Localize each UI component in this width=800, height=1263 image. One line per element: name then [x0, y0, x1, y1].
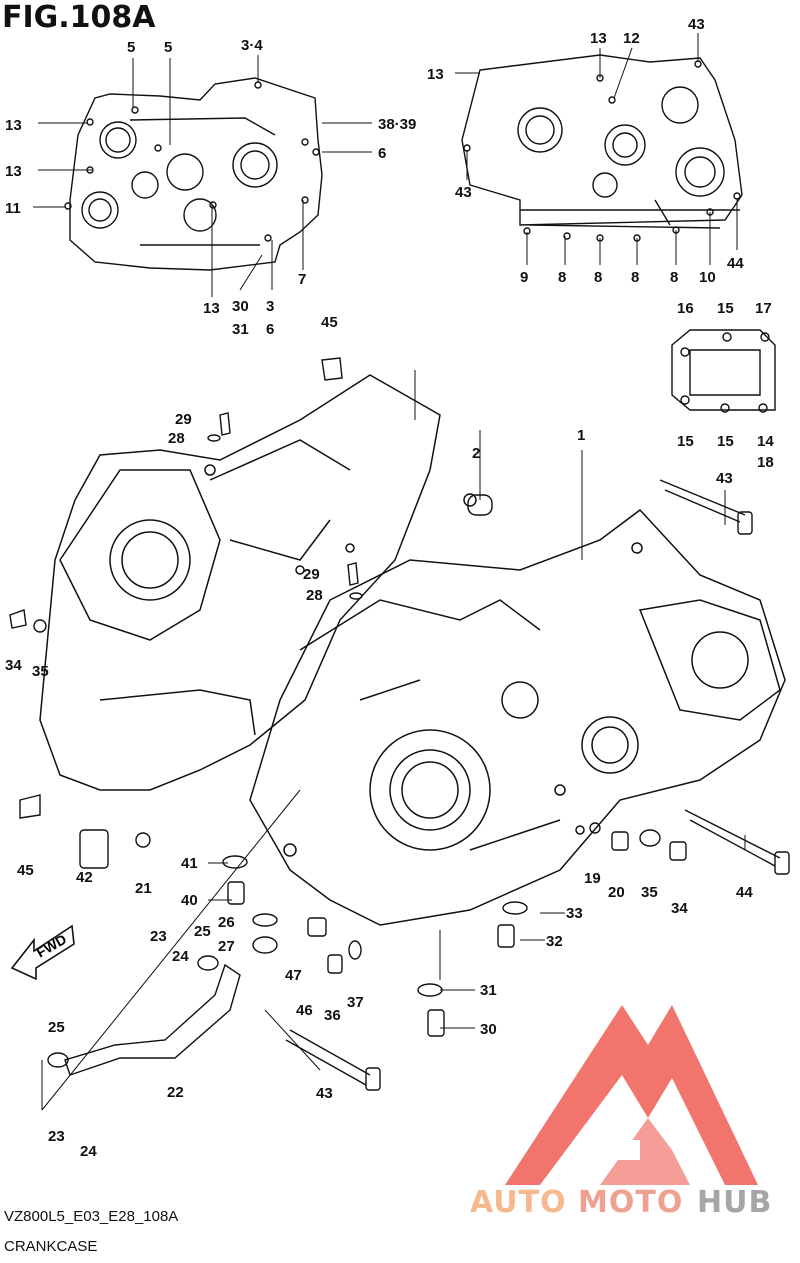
fwd-arrow[interactable]: FWD — [10, 924, 75, 981]
callout-35b: 35 — [641, 884, 658, 901]
figure-title: FIG.108A — [2, 0, 156, 35]
callout-12: 12 — [623, 30, 640, 47]
callout-38-39: 38·39 — [378, 116, 416, 133]
callout-5b: 5 — [164, 39, 172, 56]
callout-42: 42 — [76, 869, 93, 886]
callout-34a: 34 — [5, 657, 22, 674]
main-crankcase — [39, 374, 786, 926]
callout-8b: 8 — [594, 269, 602, 286]
brand-hub: HUB — [697, 1185, 772, 1220]
figure-name: CRANKCASE — [4, 1238, 98, 1255]
callout-6: 6 — [378, 145, 386, 162]
callout-15c: 15 — [717, 433, 734, 450]
callout-26: 26 — [218, 914, 235, 931]
watermark-brand: AUTO MOTO HUB — [470, 1185, 772, 1220]
callout-14: 14 — [757, 433, 774, 450]
brand-auto: AUTO — [470, 1185, 567, 1220]
right-case-half-view — [461, 54, 743, 242]
callout-25a: 25 — [194, 923, 211, 940]
watermark-logo — [505, 1005, 758, 1185]
callout-44b: 44 — [736, 884, 753, 901]
brand-moto: MOTO — [578, 1185, 683, 1220]
callout-22: 22 — [167, 1084, 184, 1101]
callout-45b: 45 — [17, 862, 34, 879]
callout-1: 1 — [577, 427, 585, 444]
callout-15b: 15 — [677, 433, 694, 450]
fasteners — [9, 357, 790, 1091]
callout-23b: 23 — [48, 1128, 65, 1145]
callout-5a: 5 — [127, 39, 135, 56]
callout-13e: 13 — [590, 30, 607, 47]
callout-13a: 13 — [5, 117, 22, 134]
callout-8d: 8 — [670, 269, 678, 286]
callout-46: 46 — [296, 1002, 313, 1019]
callout-43d: 43 — [316, 1085, 333, 1102]
callout-13b: 13 — [5, 163, 22, 180]
callout-6b: 6 — [266, 321, 274, 338]
callout-8a: 8 — [558, 269, 566, 286]
callout-28b: 28 — [306, 587, 323, 604]
callout-41: 41 — [181, 855, 198, 872]
callout-21: 21 — [135, 880, 152, 897]
callout-3: 3 — [266, 298, 274, 315]
callout-10: 10 — [699, 269, 716, 286]
callout-28a: 28 — [168, 430, 185, 447]
callout-13d: 13 — [427, 66, 444, 83]
callout-35a: 35 — [32, 663, 49, 680]
callout-29a: 29 — [175, 411, 192, 428]
callout-18: 18 — [757, 454, 774, 471]
callout-2: 2 — [472, 445, 480, 462]
callout-16: 16 — [677, 300, 694, 317]
callout-24b: 24 — [80, 1143, 97, 1160]
callout-17: 17 — [755, 300, 772, 317]
callout-15a: 15 — [717, 300, 734, 317]
callout-13c: 13 — [203, 300, 220, 317]
callout-9: 9 — [520, 269, 528, 286]
callout-29b: 29 — [303, 566, 320, 583]
callout-3-4: 3·4 — [241, 37, 263, 54]
callout-45a: 45 — [321, 314, 338, 331]
callout-labels: 5 5 3·4 13 13 11 13 30 31 3 6 7 38·39 6 … — [5, 16, 774, 1160]
callout-43c: 43 — [716, 470, 733, 487]
callout-31: 31 — [232, 321, 249, 338]
callout-34b: 34 — [671, 900, 688, 917]
cover-plate — [671, 329, 776, 413]
figure-code: VZ800L5_E03_E28_108A — [4, 1208, 179, 1225]
callout-20: 20 — [608, 884, 625, 901]
callout-7: 7 — [298, 271, 306, 288]
callout-24a: 24 — [172, 948, 189, 965]
callout-27: 27 — [218, 938, 235, 955]
callout-11: 11 — [5, 200, 21, 217]
left-case-half-view — [64, 77, 323, 271]
callout-43b: 43 — [455, 184, 472, 201]
callout-31b: 31 — [480, 982, 497, 999]
callout-43a: 43 — [688, 16, 705, 33]
callout-8c: 8 — [631, 269, 639, 286]
callout-36: 36 — [324, 1007, 341, 1024]
callout-30b: 30 — [480, 1021, 497, 1038]
callout-37: 37 — [347, 994, 364, 1011]
leader-lines — [33, 33, 746, 1111]
callout-30: 30 — [232, 298, 249, 315]
callout-44a: 44 — [727, 255, 744, 272]
callout-32: 32 — [546, 933, 563, 950]
callout-25b: 25 — [48, 1019, 65, 1036]
callout-33: 33 — [566, 905, 583, 922]
callout-47: 47 — [285, 967, 302, 984]
callout-23a: 23 — [150, 928, 167, 945]
callout-19: 19 — [584, 870, 601, 887]
callout-40: 40 — [181, 892, 198, 909]
